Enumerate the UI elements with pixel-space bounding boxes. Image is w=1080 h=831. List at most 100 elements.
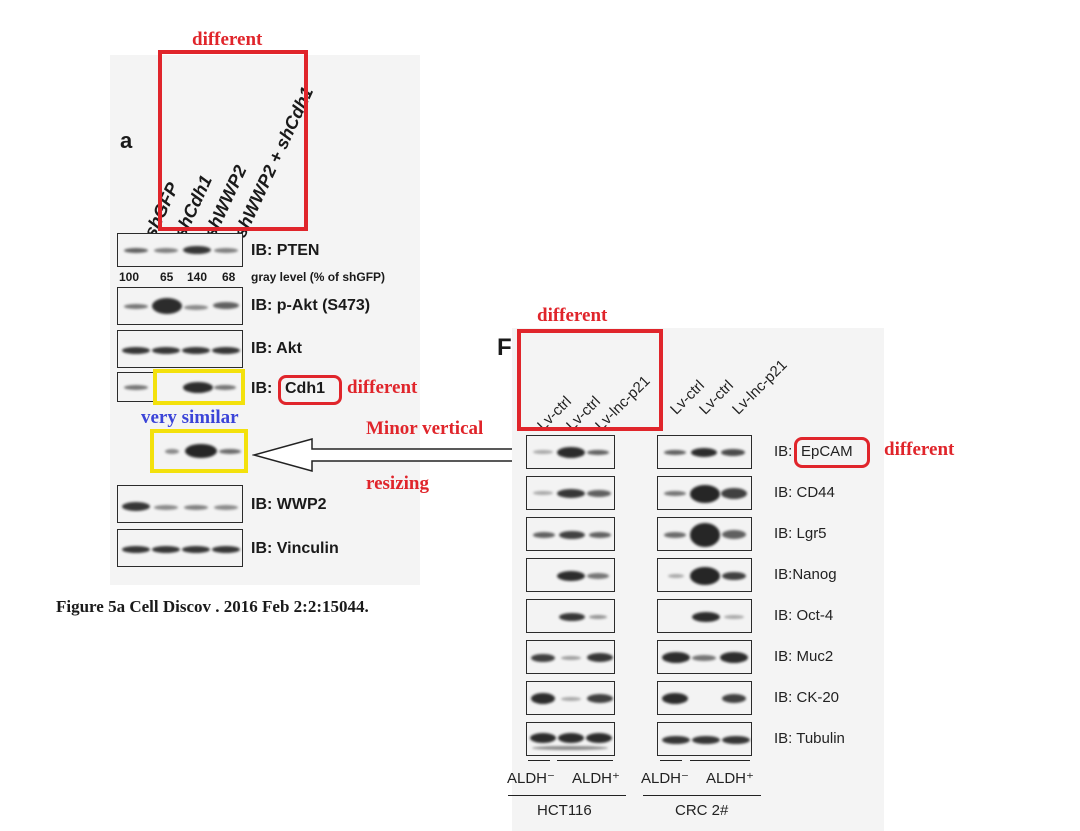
- band: [721, 488, 747, 499]
- label-f-lgr5: IB: Lgr5: [774, 525, 827, 542]
- annotation-different-f: different: [537, 305, 608, 326]
- label-f-oct4: IB: Oct-4: [774, 607, 834, 624]
- band: [184, 505, 208, 510]
- group-label-right-pos: ALDH⁺: [706, 770, 754, 787]
- highlight-box-cdh1-label: [278, 375, 342, 405]
- label-vinculin: IB: Vinculin: [251, 540, 339, 557]
- band: [558, 733, 584, 743]
- cell-line-right: CRC 2#: [675, 802, 729, 819]
- band: [533, 491, 553, 495]
- annotation-minor-vertical: Minor vertical: [366, 418, 484, 439]
- gray-value: 65: [160, 270, 174, 284]
- blot-f-left-muc2: [526, 640, 615, 674]
- band: [152, 298, 182, 314]
- band: [692, 655, 716, 661]
- blot-cdh1-duplicate: [153, 432, 245, 470]
- band: [589, 532, 611, 538]
- band: [122, 347, 150, 354]
- blot-f-right-nanog: [657, 558, 752, 592]
- band: [212, 546, 240, 553]
- band: [557, 571, 585, 581]
- panel-f-letter: F: [497, 334, 512, 361]
- band: [589, 615, 607, 619]
- band: [720, 652, 748, 663]
- gray-level-caption: gray level (% of shGFP): [251, 270, 386, 284]
- label-f-epcam: EpCAM: [801, 443, 853, 460]
- blot-f-left-oct4: [526, 599, 615, 633]
- group-line: [660, 760, 682, 761]
- band: [691, 448, 717, 457]
- blot-f-right-epcam: [657, 435, 752, 469]
- band: [557, 447, 585, 458]
- group-label-left-pos: ALDH⁺: [572, 770, 620, 787]
- band: [531, 693, 555, 704]
- band: [690, 567, 720, 585]
- group-line: [557, 760, 613, 761]
- cell-line-left: HCT116: [537, 802, 592, 819]
- annotation-very-similar: very similar: [141, 407, 239, 428]
- band: [185, 444, 217, 458]
- group-label-right-neg: ALDH⁻: [641, 770, 689, 787]
- gray-value: 140: [187, 270, 208, 284]
- arrow-left-icon: [252, 438, 519, 472]
- label-f-tubulin: IB: Tubulin: [774, 730, 845, 747]
- group-line: [528, 760, 550, 761]
- band: [722, 572, 746, 580]
- label-f-epcam-prefix: IB:: [774, 443, 793, 460]
- band: [721, 449, 745, 456]
- annotation-different-cdh1: different: [347, 377, 418, 398]
- group-line: [690, 760, 750, 761]
- blot-f-right-lgr5: [657, 517, 752, 551]
- band: [662, 693, 688, 704]
- band: [559, 531, 585, 539]
- band: [531, 654, 555, 662]
- band: [587, 490, 611, 497]
- cell-line-line: [508, 795, 626, 796]
- band: [587, 450, 609, 455]
- band: [182, 347, 210, 354]
- blot-f-left-nanog: [526, 558, 615, 592]
- band: [561, 697, 581, 701]
- annotation-resizing: resizing: [366, 473, 429, 494]
- label-cdh1: Cdh1: [285, 380, 325, 397]
- blot-f-left-cd44: [526, 476, 615, 510]
- band: [219, 449, 241, 454]
- band: [165, 449, 179, 454]
- band: [212, 347, 240, 354]
- band: [532, 746, 608, 750]
- band: [559, 613, 585, 621]
- band: [152, 347, 180, 354]
- panel-a-letter: a: [120, 128, 133, 153]
- band: [587, 653, 613, 662]
- band: [692, 612, 720, 622]
- blot-f-left-lgr5: [526, 517, 615, 551]
- blot-pten: [117, 233, 243, 267]
- label-f-cd44: IB: CD44: [774, 484, 835, 501]
- band: [722, 694, 746, 703]
- band: [152, 546, 180, 553]
- band: [668, 574, 684, 578]
- highlight-box-cdh1-original: [153, 369, 245, 405]
- label-cdh1-prefix: IB:: [251, 380, 273, 397]
- band: [154, 505, 178, 510]
- blot-akt: [117, 330, 243, 368]
- band: [214, 385, 236, 390]
- band: [530, 733, 556, 743]
- blot-f-right-muc2: [657, 640, 752, 674]
- band: [184, 305, 208, 310]
- blot-p-akt: [117, 287, 243, 325]
- band: [557, 489, 585, 498]
- annotation-different-top: different: [192, 29, 263, 50]
- band: [213, 302, 239, 309]
- band: [664, 532, 686, 538]
- band: [122, 546, 150, 553]
- band: [214, 505, 238, 510]
- band: [183, 382, 213, 393]
- band: [533, 450, 553, 454]
- annotation-different-epcam: different: [884, 439, 955, 460]
- highlight-box-lanes-a: [158, 50, 308, 231]
- cell-line-line: [643, 795, 761, 796]
- band: [533, 532, 555, 538]
- gray-value: 68: [222, 270, 236, 284]
- band: [183, 246, 211, 254]
